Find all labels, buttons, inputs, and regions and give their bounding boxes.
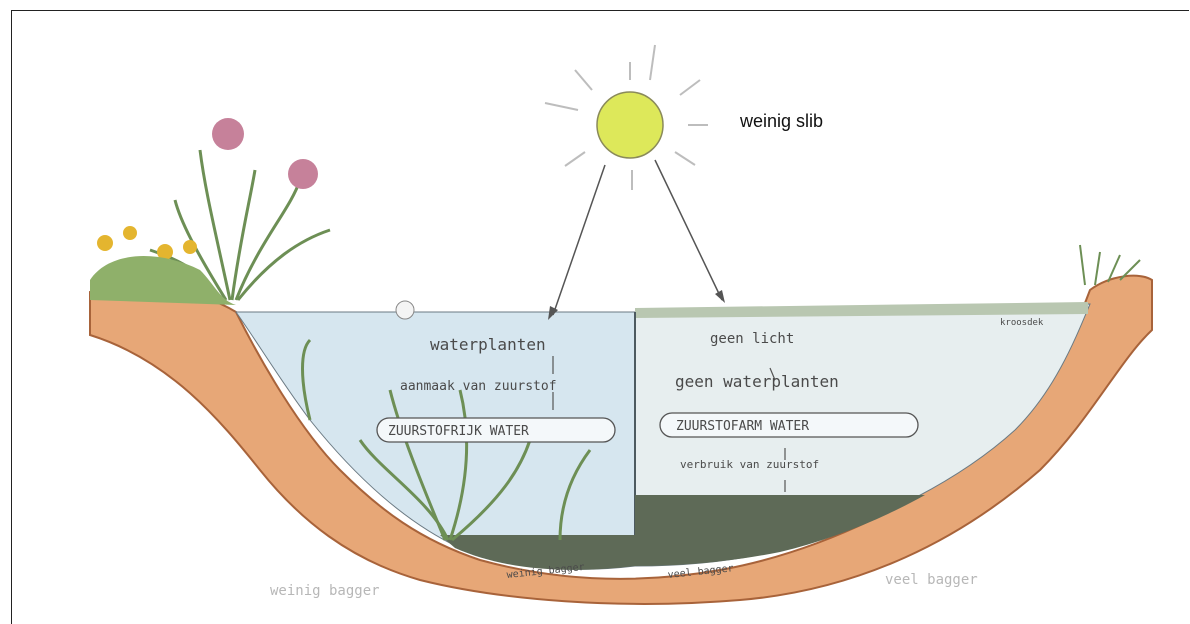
label-zuurstofrijk: ZUURSTOFRIJK WATER [388,424,529,439]
label-geen-licht: geen licht [710,331,794,347]
label-zuurstofarm: ZUURSTOFARM WATER [676,419,809,434]
light-arrows [553,160,722,315]
flower-pink-2 [288,159,318,189]
arrow-head-right [715,290,725,303]
label-waterplanten: waterplanten [430,335,546,354]
label-aanmaak: aanmaak van zuurstof [400,379,557,394]
label-geen-waterplanten: geen waterplanten [675,372,839,391]
yellow-flowers [97,226,197,260]
label-verbruik: verbruik van zuurstof [680,458,819,471]
water-lily [396,301,414,319]
sun [597,92,663,158]
caption-veel-bagger: veel bagger [885,572,978,588]
label-kroosdek: kroosdek [1000,318,1044,328]
flower-pink-1 [212,118,244,150]
title-weinig-slib: weinig slib [740,111,823,132]
caption-weinig-bagger: weinig bagger [270,583,380,599]
